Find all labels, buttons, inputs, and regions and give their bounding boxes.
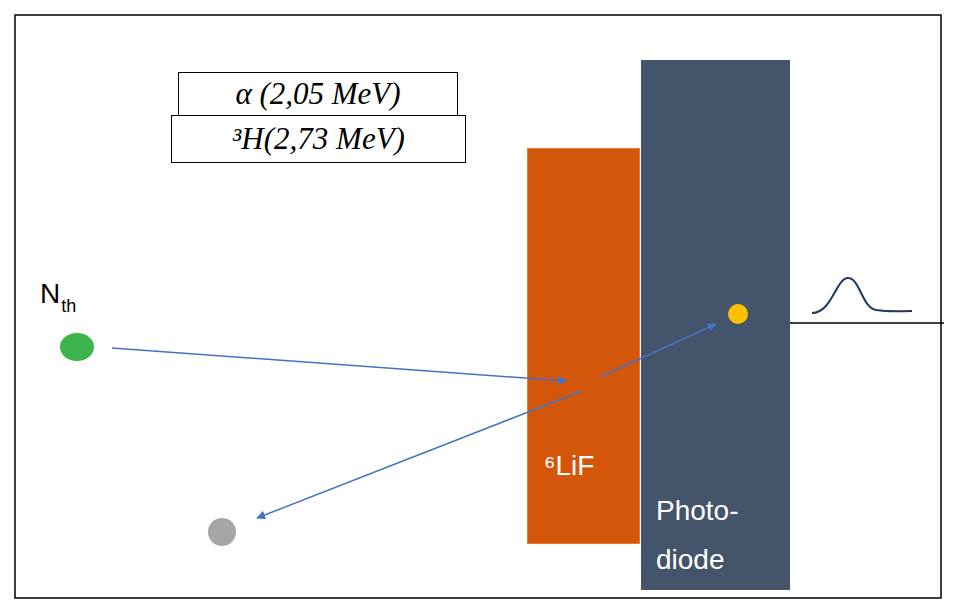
part-label: Photo- diode: [656, 486, 739, 584]
signal-pulse: [812, 278, 912, 313]
energy-label: ³H(2,73 MeV): [232, 121, 405, 157]
particle-symbol: N: [40, 278, 60, 310]
converter-layer: ⁶LiF: [527, 148, 640, 544]
particle-dot: [208, 518, 236, 546]
charge-dot: [728, 304, 748, 324]
neutron-track: [112, 348, 566, 381]
frame-border: [15, 15, 941, 598]
signal-wire: [790, 322, 944, 324]
symbol-subscript: th: [61, 296, 76, 317]
particle-track: [600, 324, 716, 377]
particle-track: [257, 391, 582, 518]
neutron-dot: [60, 333, 94, 361]
energy-label: α (2,05 MeV): [235, 76, 400, 112]
photodiode-block: Photo- diode: [641, 60, 790, 590]
energy-box: ³H(2,73 MeV): [171, 115, 466, 163]
part-label: ⁶LiF: [544, 441, 594, 490]
energy-box: α (2,05 MeV): [178, 72, 458, 116]
